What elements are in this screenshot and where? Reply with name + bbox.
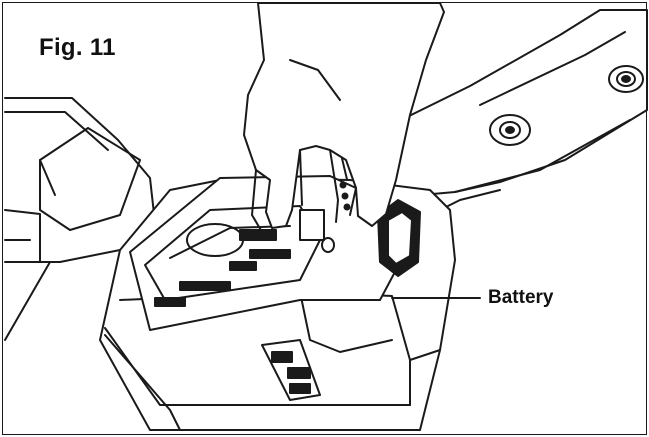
figure-label: Fig. 11 (39, 34, 116, 61)
callout-battery: Battery (488, 287, 554, 308)
latch-icon (377, 199, 421, 277)
hand-icon (243, 2, 445, 233)
battery-icon (129, 175, 397, 331)
handle-arm (339, 9, 648, 211)
